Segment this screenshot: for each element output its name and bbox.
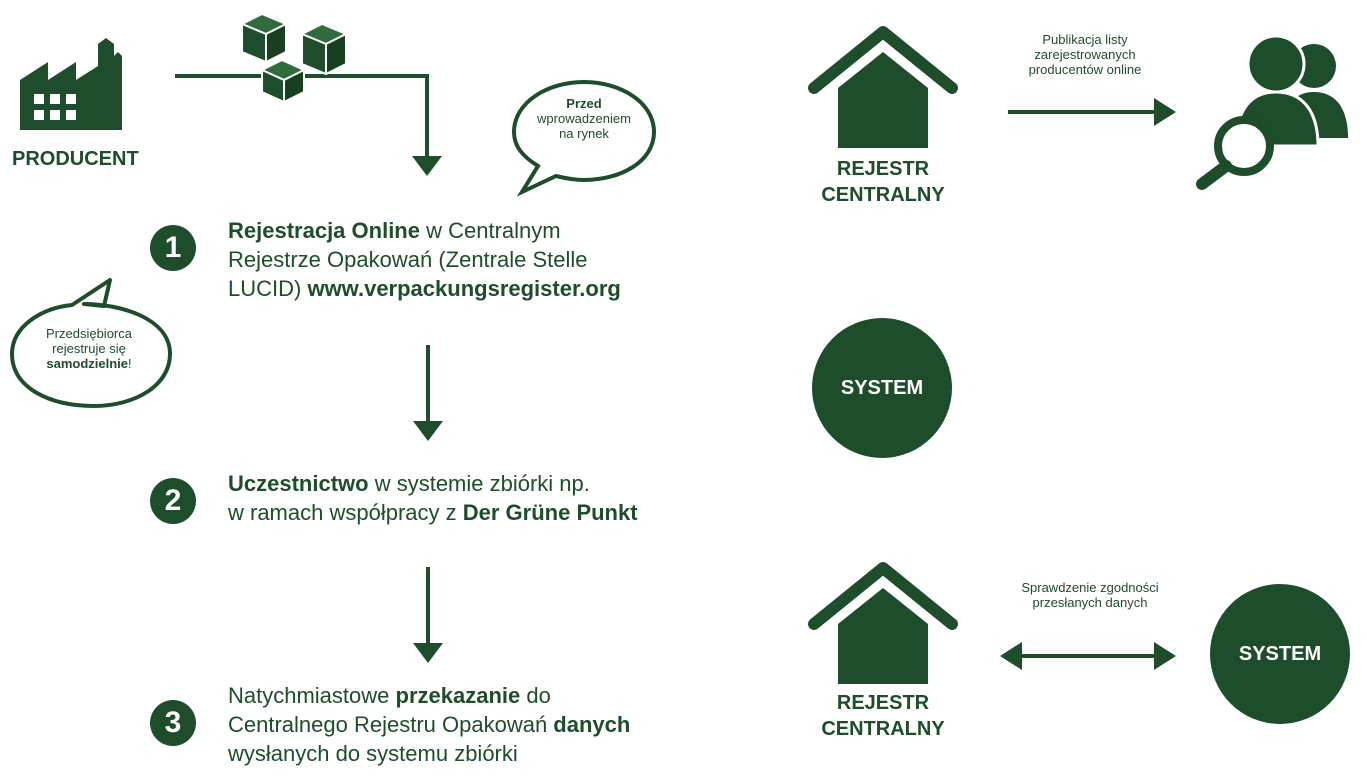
- registry-bottom-label: REJESTR CENTRALNY: [808, 690, 958, 742]
- step-1-number: 1: [150, 225, 196, 271]
- flow-connector: [0, 0, 460, 190]
- house-icon: [808, 562, 958, 686]
- speech-bubble-self-registration: [2, 272, 172, 410]
- step-text-part: Centralnego Rejestru Opakowań: [228, 712, 554, 737]
- publication-line3: producentów online: [1028, 62, 1142, 77]
- step-text-part: w ramach współpracy z: [228, 500, 463, 525]
- producer-label: PRODUCENT: [12, 148, 139, 170]
- bubble-self-line1: Przedsiębiorca: [46, 326, 132, 341]
- arrow-right: [1008, 98, 1178, 126]
- step-2-text: Uczestnictwo w systemie zbiórki np. w ram…: [228, 469, 638, 527]
- arrow-down-2: [412, 567, 444, 665]
- registry-top-label: REJESTR CENTRALNY: [808, 156, 958, 208]
- step-text-bold: Rejestracja Online: [228, 218, 420, 243]
- system-circle: SYSTEM: [812, 318, 952, 458]
- bubble-self-text: Przedsiębiorca rejestruje się samodzieln…: [14, 326, 164, 371]
- users-search-icon: [1196, 34, 1358, 190]
- registry-bottom-line1: REJESTR: [836, 692, 930, 714]
- step-text-bold: Uczestnictwo: [228, 471, 369, 496]
- system-bottom-label: SYSTEM: [1238, 643, 1322, 665]
- step-text-part: w Centralnym: [419, 218, 561, 243]
- step-text-bold: Der Grüne Punkt: [462, 500, 638, 525]
- bubble-self-line2: rejestruje się: [52, 341, 126, 356]
- bubble-before-text: Przed wprowadzeniem na rynek: [512, 96, 656, 141]
- double-arrow: [1000, 642, 1176, 670]
- step-text-part: do: [520, 683, 551, 708]
- step-text-bold: przekazanie: [395, 683, 521, 708]
- boxes-icon: [238, 12, 358, 104]
- speech-bubble-before-market: [508, 78, 660, 198]
- step-text-bold: www.verpackungsregister.org: [307, 276, 621, 301]
- step-3-number: 3: [150, 700, 196, 746]
- registry-top-line1: REJESTR: [836, 158, 930, 180]
- verification-text: Sprawdzenie zgodności przesłanych danych: [1000, 580, 1180, 610]
- bubble-before-line2: wprowadzeniem: [537, 111, 631, 126]
- step-text-part: wysłanych do systemu zbiórki: [228, 741, 518, 766]
- system-mid-label: SYSTEM: [840, 377, 924, 399]
- step-text-part: Natychmiastowe: [228, 683, 396, 708]
- step-text-part: Rejestrze Opakowań (Zentrale Stelle: [228, 247, 588, 272]
- bubble-self-end: !: [128, 356, 132, 371]
- verification-line2: przesłanych danych: [1032, 595, 1148, 610]
- factory-icon: [18, 30, 128, 130]
- system-circle: SYSTEM: [1210, 584, 1350, 724]
- step-2-number: 2: [150, 478, 196, 524]
- step-text-part: LUCID): [228, 276, 308, 301]
- step-text-bold: danych: [553, 712, 631, 737]
- bubble-before-line3: na rynek: [559, 126, 609, 141]
- publication-text: Publikacja listy zarejestrowanych produc…: [1010, 32, 1160, 77]
- bubble-before-bold: Przed: [566, 96, 602, 111]
- bubble-self-bold: samodzielnie: [46, 356, 128, 371]
- house-icon: [808, 26, 958, 150]
- registry-top-line2: CENTRALNY: [821, 184, 945, 206]
- step-text-part: w systemie zbiórki np.: [368, 471, 590, 496]
- verification-line1: Sprawdzenie zgodności: [1021, 580, 1159, 595]
- bubble-self-line3: samodzielnie!: [14, 356, 164, 371]
- arrow-down-1: [412, 345, 444, 443]
- publication-line2: zarejestrowanych: [1034, 47, 1136, 62]
- registry-bottom-line2: CENTRALNY: [821, 718, 945, 740]
- publication-line1: Publikacja listy: [1042, 32, 1128, 47]
